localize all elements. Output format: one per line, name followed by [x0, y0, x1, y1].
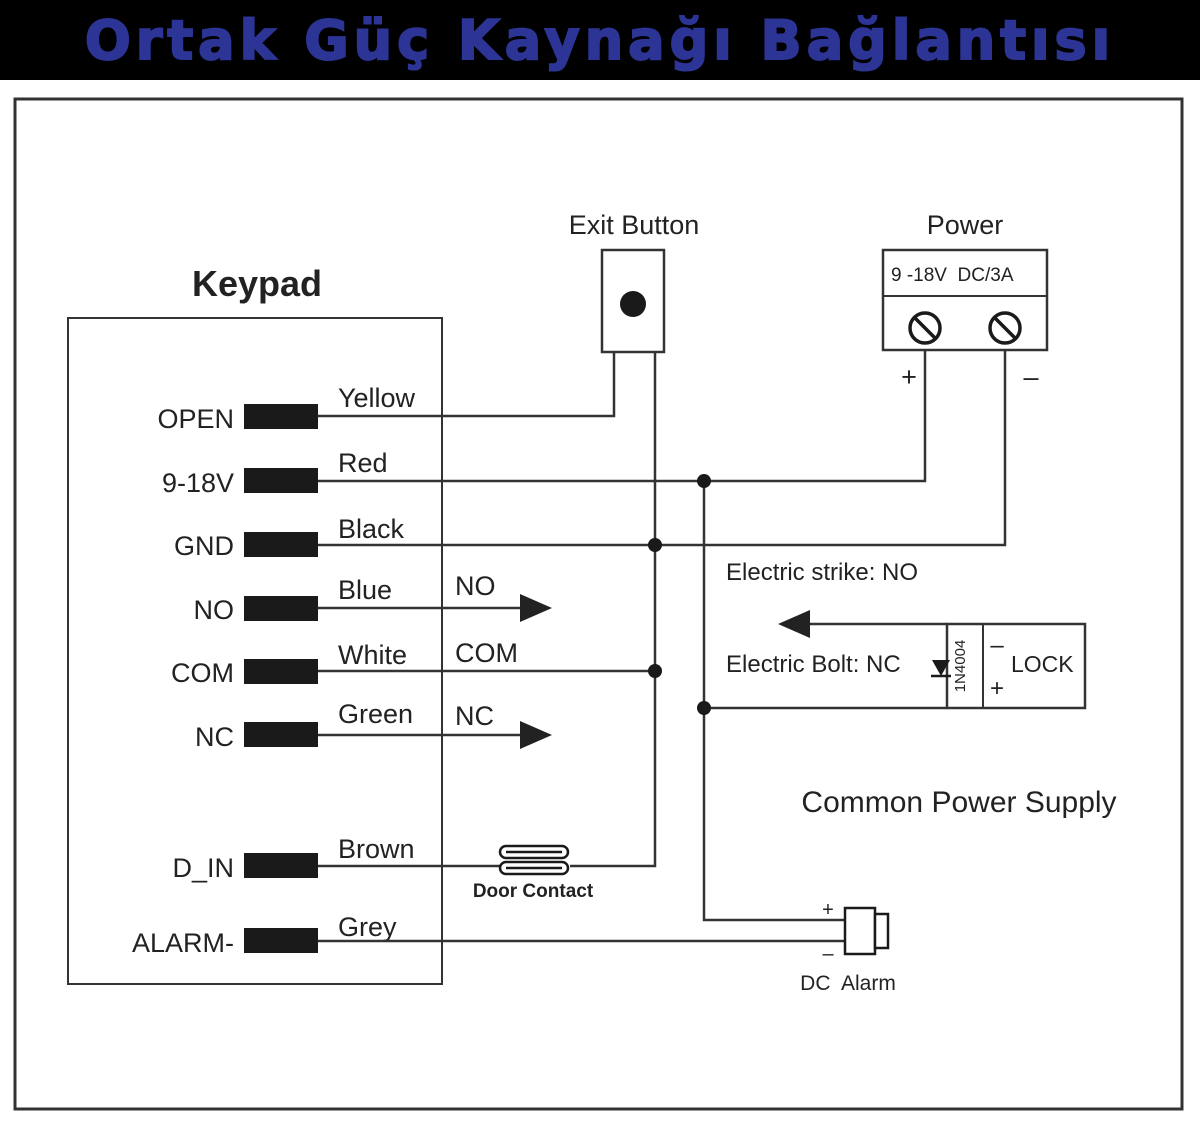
outer-frame [13, 97, 1184, 1111]
terminal-gnd [244, 532, 318, 557]
arrow-nc [520, 721, 552, 749]
terminal-d-in [244, 853, 318, 878]
keypad-title: Keypad [192, 263, 322, 304]
wire-label-white: White [338, 640, 407, 670]
keypad-box [67, 317, 443, 985]
alarm-siren-icon [843, 906, 890, 956]
terminal-label-d-in: D_IN [172, 853, 234, 883]
terminal-open [244, 404, 318, 429]
junction-dots [648, 474, 711, 715]
terminal-label-no: NO [194, 595, 235, 625]
junction-lock-bus [697, 701, 711, 715]
power-plus-label: + [901, 362, 917, 392]
wire-label-grey: Grey [338, 912, 397, 942]
terminal-alarm [244, 928, 318, 953]
alarm-minus-label: – [822, 943, 834, 965]
lock-label: LOCK [1011, 651, 1074, 677]
electric-bolt-label: Electric Bolt: NC [726, 651, 901, 678]
diode-icon [931, 660, 951, 678]
terminal-9-18v [244, 468, 318, 493]
arrow-strike [778, 610, 810, 638]
title-banner: Ortak Güç Kaynağı Bağlantısı [0, 0, 1200, 80]
diode-label: 1N4004 [952, 640, 969, 693]
lock-minus-label: – [990, 632, 1004, 659]
alarm-label: DC Alarm [800, 972, 896, 995]
wire-label-black: Black [338, 514, 405, 544]
wires [318, 338, 1007, 943]
junction-red-bus [697, 474, 711, 488]
wire-black [318, 338, 1007, 547]
terminal-label-com: COM [171, 658, 234, 688]
terminal-no [244, 596, 318, 621]
power-screw-negative-icon [988, 311, 1022, 345]
power-screw-positive-icon [908, 311, 942, 345]
wire-label-red: Red [338, 448, 388, 478]
exit-button-label: Exit Button [569, 210, 700, 240]
wire-door-contact-return [570, 352, 657, 868]
junction-gnd-bus [648, 538, 662, 552]
exit-button-icon [620, 291, 646, 317]
relay-label-no: NO [455, 571, 496, 601]
terminal-label-nc: NC [195, 722, 234, 752]
terminal-label-open: OPEN [157, 404, 234, 434]
terminal-nc [244, 722, 318, 747]
wire-label-green: Green [338, 699, 413, 729]
lock-plus-label: + [990, 675, 1004, 702]
electric-strike-label: Electric strike: NO [726, 559, 918, 586]
terminal-label-9-18v: 9-18V [162, 468, 234, 498]
door-contact-icon [498, 844, 570, 876]
terminal-label-gnd: GND [174, 531, 234, 561]
power-minus-label: – [1023, 362, 1038, 392]
junction-com-bus [648, 664, 662, 678]
wire-red [318, 338, 927, 483]
common-power-supply-label: Common Power Supply [801, 786, 1116, 819]
power-label: Power [927, 210, 1004, 240]
relay-label-com: COM [455, 638, 518, 668]
wire-label-yellow: Yellow [338, 383, 416, 413]
terminal-label-alarm: ALARM- [132, 928, 234, 958]
arrow-no [520, 594, 552, 622]
power-rating: 9 -18V DC/3A [891, 265, 1014, 286]
lock-box [945, 622, 1087, 710]
relay-label-nc: NC [455, 701, 494, 731]
wire-positive-bus [702, 481, 845, 922]
wire-label-blue: Blue [338, 575, 392, 605]
terminal-blocks [244, 404, 318, 953]
door-contact-label: Door Contact [473, 881, 594, 902]
terminal-com [244, 659, 318, 684]
page-title: Ortak Güç Kaynağı Bağlantısı [84, 8, 1116, 73]
wire-yellow [318, 352, 616, 418]
wire-label-brown: Brown [338, 834, 415, 864]
alarm-plus-label: + [822, 899, 834, 921]
